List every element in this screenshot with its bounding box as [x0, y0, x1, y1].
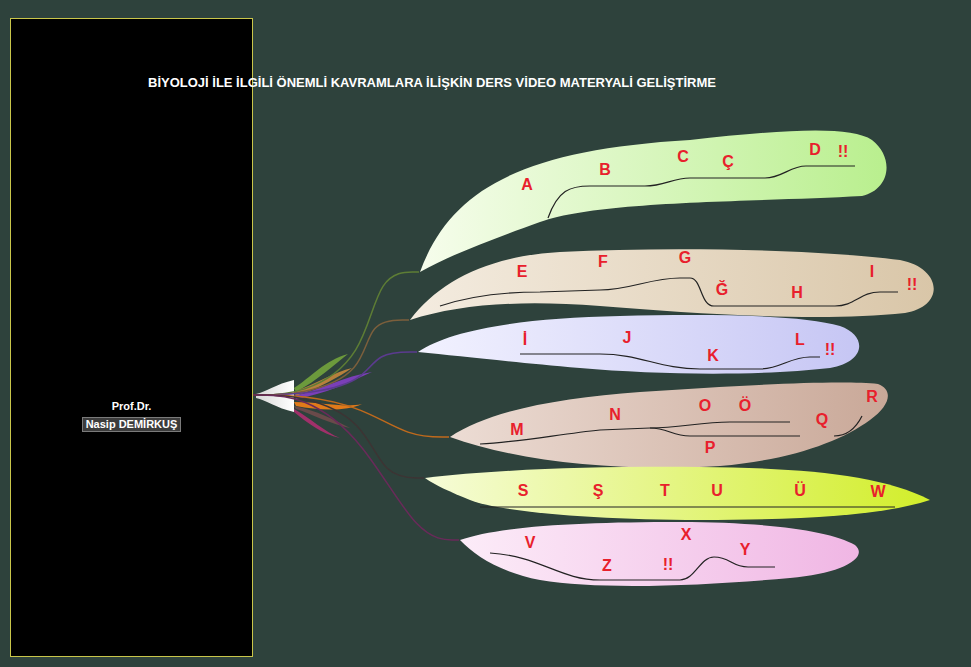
vein-line	[480, 506, 895, 507]
letter-label: Q	[816, 412, 828, 428]
letter-label: S	[518, 483, 529, 499]
vein-line	[480, 422, 790, 444]
fan-tuft	[294, 372, 372, 399]
letter-label: X	[681, 527, 692, 543]
fan-tuft	[294, 354, 348, 392]
letter-label: Ç	[722, 154, 734, 170]
letter-label: B	[599, 162, 611, 178]
leaf-band: SŞTUÜW	[424, 462, 935, 524]
letter-label: W	[870, 484, 885, 500]
letter-label: U	[711, 483, 723, 499]
branch-connector	[253, 320, 409, 395]
leaf-outline	[450, 383, 888, 468]
letter-label: O	[699, 398, 711, 414]
fan-tuft	[294, 406, 350, 428]
vein-line	[650, 428, 800, 436]
leaf-band: E F G Ğ H I!!	[409, 242, 950, 326]
letter-label: Y	[740, 542, 751, 558]
letter-label: Ö	[739, 398, 751, 414]
fan-tuft	[294, 402, 362, 410]
letter-label: E	[517, 264, 528, 280]
letter-label: I	[870, 264, 874, 280]
letter-label: L	[795, 332, 805, 348]
fan-tuft	[294, 368, 352, 396]
letter-label: Ğ	[716, 282, 728, 298]
vein-line	[834, 416, 862, 436]
letter-label: R	[866, 389, 878, 405]
letter-label: J	[623, 330, 632, 346]
fan-shape	[256, 380, 294, 412]
author-panel: Prof.Dr. Nasip DEMİRKUŞ	[10, 18, 253, 657]
author-label: Prof.Dr.	[112, 400, 152, 413]
leaf-outline	[460, 522, 859, 586]
vein-line	[548, 166, 855, 218]
vein-line	[520, 354, 820, 369]
letter-label: M	[510, 422, 523, 438]
letter-label: N	[609, 407, 621, 423]
letter-label: Ş	[593, 483, 604, 499]
letter-label: İ	[523, 332, 527, 348]
letter-label: !!	[838, 144, 849, 160]
leaf-outline	[410, 249, 934, 320]
letter-label: C	[677, 149, 689, 165]
author-label: Nasip DEMİRKUŞ	[82, 417, 182, 432]
author-block: Prof.Dr. Nasip DEMİRKUŞ	[11, 396, 252, 432]
branch-connector	[253, 272, 419, 395]
letter-label: Ü	[794, 483, 806, 499]
letter-label: T	[660, 483, 670, 499]
branch-connector	[253, 395, 424, 478]
leaf-shape	[459, 518, 868, 594]
letter-label: Z	[602, 558, 612, 574]
letter-label: V	[525, 535, 536, 551]
fan-tuft	[294, 409, 340, 438]
letter-label: G	[679, 250, 691, 266]
letter-label: P	[705, 440, 716, 456]
leaf-band: V Z!! X Y	[459, 518, 868, 594]
branch-connector	[253, 395, 449, 437]
letter-label: K	[707, 348, 719, 364]
leaf-outline	[425, 467, 930, 520]
letter-label: F	[598, 254, 608, 270]
letter-label: H	[791, 285, 803, 301]
leaf-outline	[418, 315, 859, 374]
leaf-band: M N O Ö P Q R	[449, 376, 896, 474]
vein-line	[490, 553, 775, 580]
vein-line	[440, 278, 898, 306]
diagram-title: BİYOLOJİ İLE İLGİLİ ÖNEMLİ KAVRAMLARA İL…	[148, 75, 716, 90]
letter-label: !!	[663, 557, 674, 573]
letter-label: !!	[907, 277, 918, 293]
leaf-shape	[424, 462, 935, 524]
letter-label: A	[521, 177, 533, 193]
branch-connector	[253, 395, 459, 540]
letter-label: D	[809, 142, 821, 158]
branch-connector	[253, 352, 417, 395]
leaf-band: İ J K L!!	[417, 310, 866, 380]
letter-label: !!	[825, 342, 836, 358]
